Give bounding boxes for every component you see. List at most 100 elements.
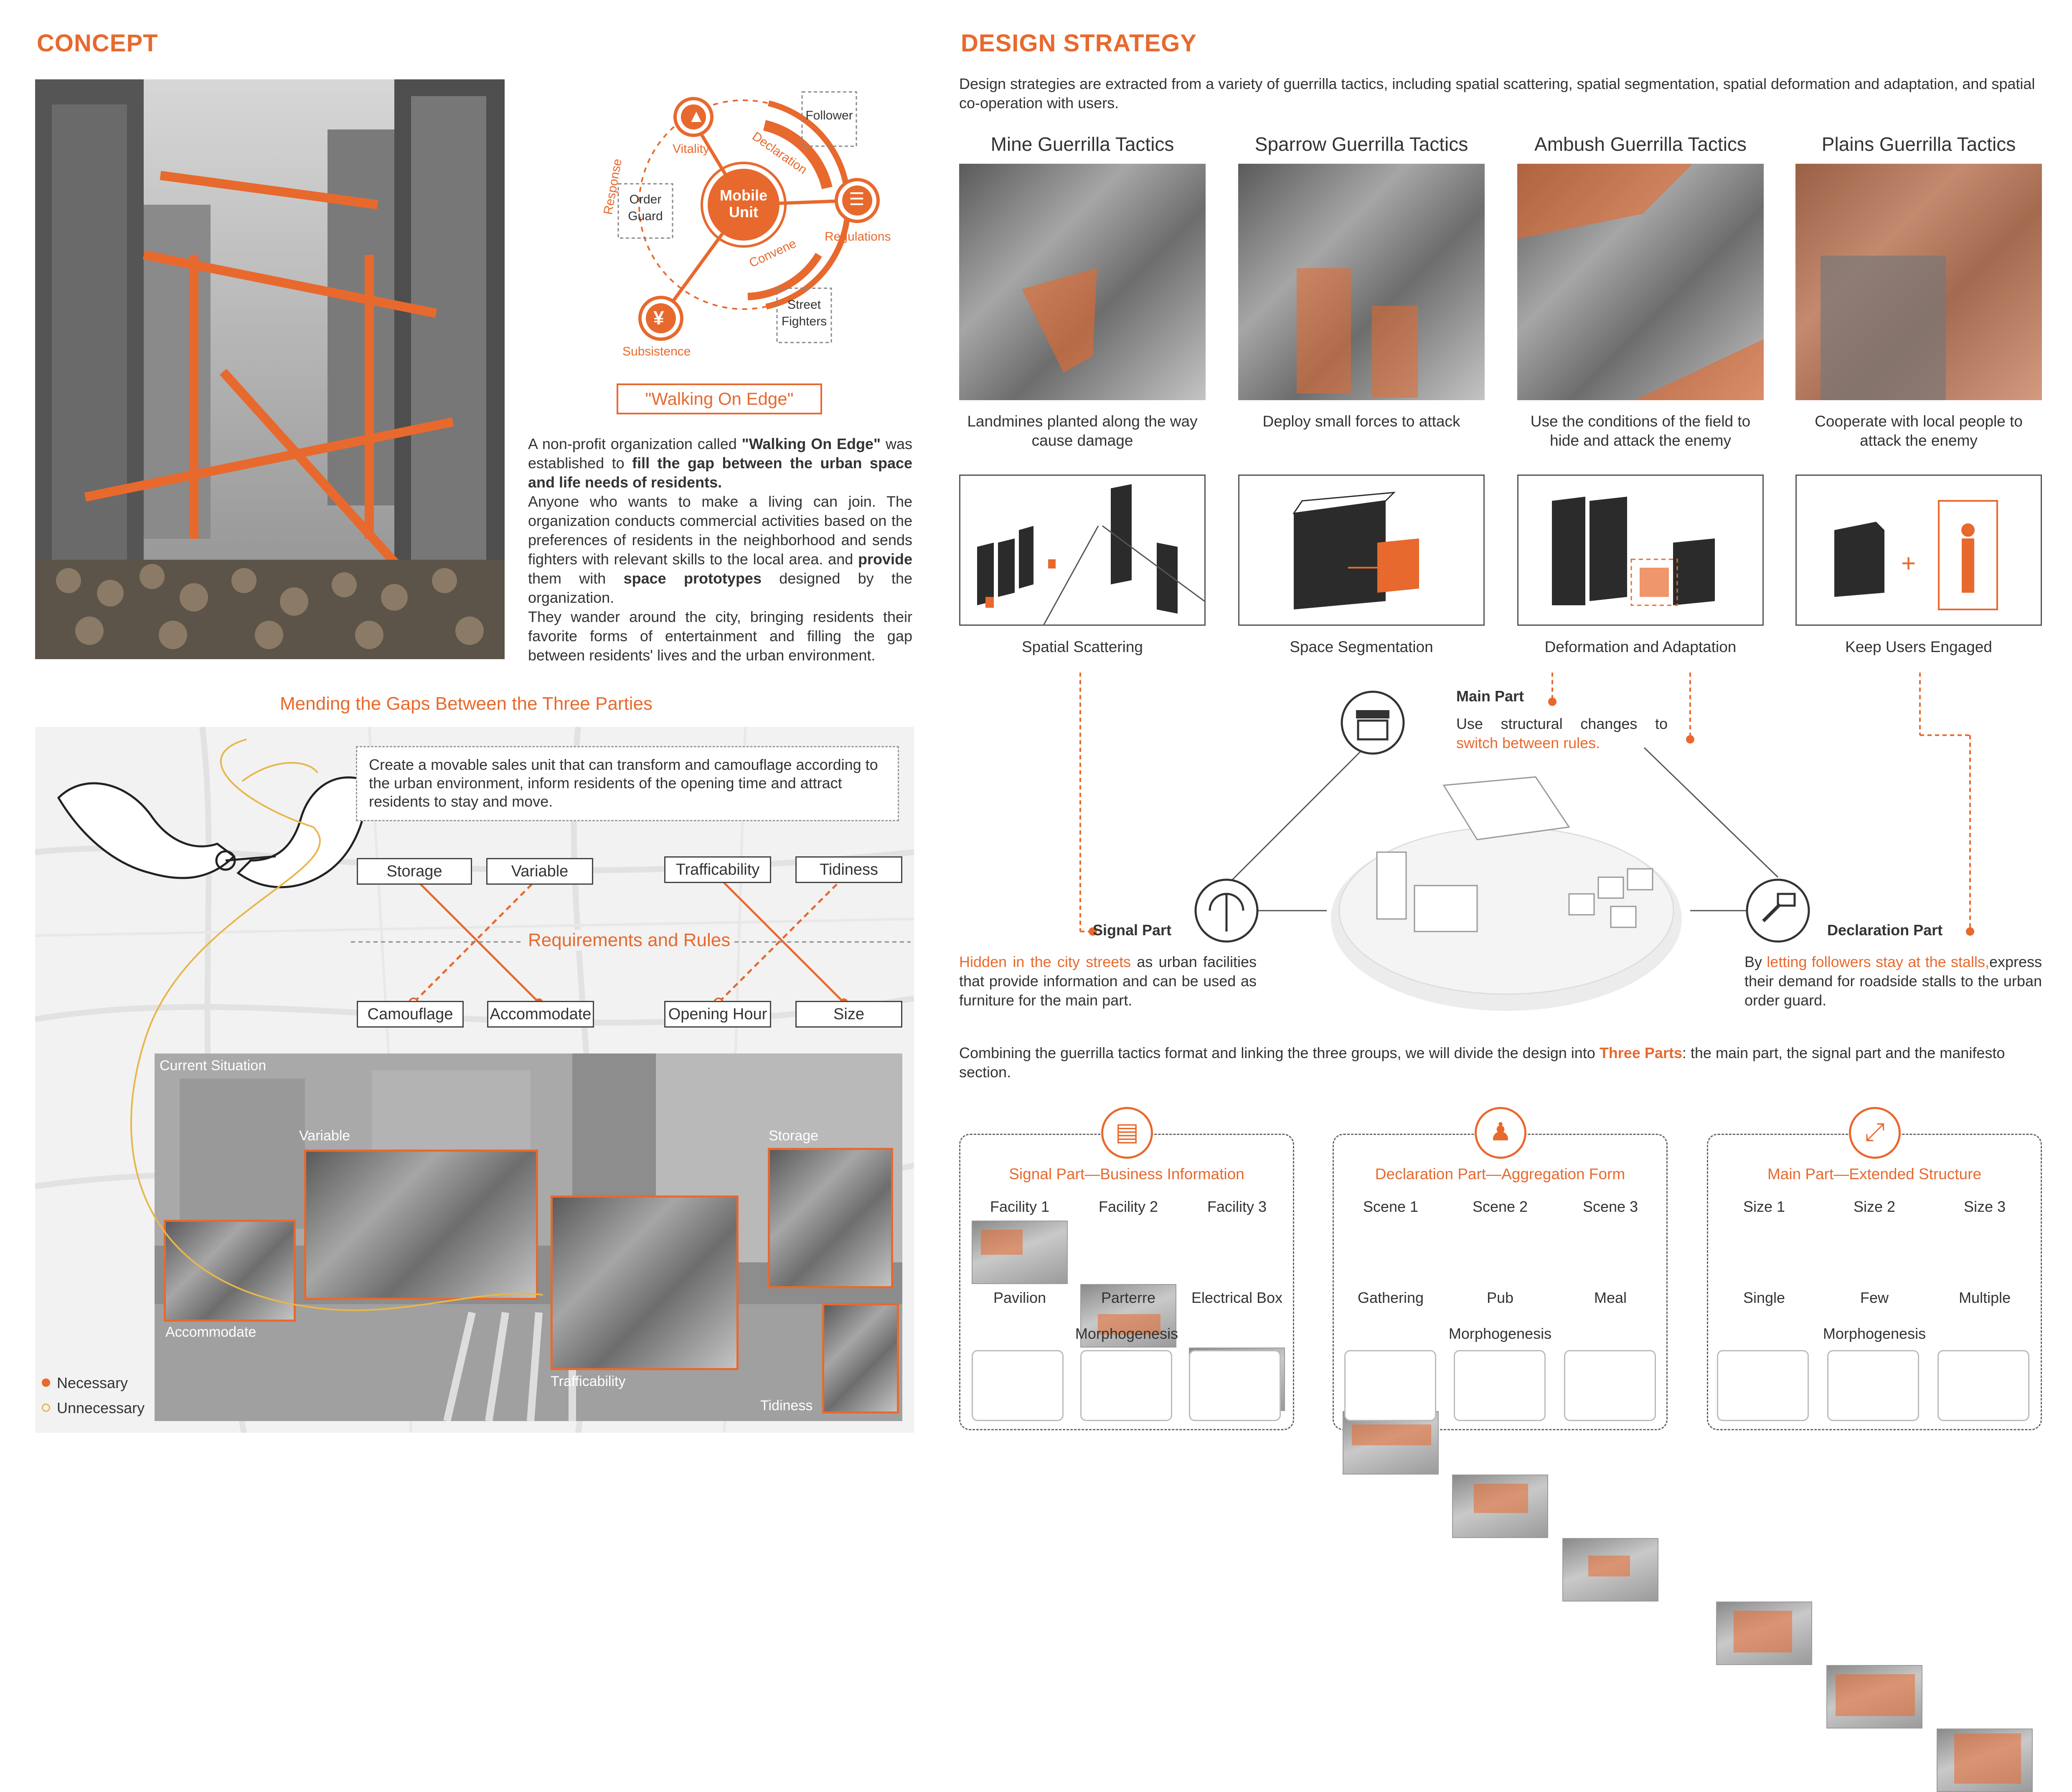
card3-morph1 — [1717, 1350, 1809, 1421]
tidiness-label: Tidiness — [760, 1398, 813, 1414]
mending-title: Mending the Gaps Between the Three Parti… — [280, 693, 653, 714]
tactic-title-sparrow: Sparrow Guerrilla Tactics — [1254, 133, 1468, 155]
tag-tidiness: Tidiness — [795, 856, 902, 883]
signal-part-text: Hidden in the city streets as urban faci… — [959, 953, 1257, 1009]
card2-morph3 — [1564, 1350, 1656, 1421]
card2-morph2 — [1454, 1350, 1546, 1421]
order-guard-label: Order Guard — [628, 193, 663, 223]
card1-col2: Facility 2 — [1098, 1198, 1158, 1215]
subsistence-label: Subsistence — [622, 345, 691, 358]
card3-thumb1 — [1716, 1602, 1812, 1665]
tactic-title-plains: Plains Guerrilla Tactics — [1821, 133, 2016, 155]
strategy-title: DESIGN STRATEGY — [961, 30, 1197, 57]
diagram-space-segmentation — [1238, 475, 1485, 626]
tactic-title-mine: Mine Guerrilla Tactics — [990, 133, 1174, 155]
card2-morphogenesis: Morphogenesis — [1448, 1325, 1552, 1342]
declaration-part-title: Declaration Part — [1827, 921, 1943, 939]
diagram-label-engaged: Keep Users Engaged — [1845, 638, 1992, 655]
card3-col2: Size 2 — [1853, 1198, 1896, 1215]
tactic-caption-mine: Landmines planted along the way cause da… — [967, 413, 1198, 449]
diagram-deformation-adaptation — [1517, 475, 1764, 626]
tactic-caption-sparrow: Deploy small forces to attack — [1262, 413, 1460, 430]
variable-inset-photo — [304, 1150, 538, 1300]
walking-on-edge-box: "Walking On Edge" — [617, 383, 822, 414]
storage-label: Storage — [769, 1128, 819, 1144]
people-icon: ♟ — [1475, 1107, 1526, 1159]
unnecessary-dot-icon — [42, 1404, 50, 1412]
legend-unnecessary: Unnecessary — [57, 1399, 145, 1416]
accommodate-inset-photo — [164, 1220, 296, 1322]
diagram-label-deformation: Deformation and Adaptation — [1544, 638, 1737, 655]
card1-title: Signal Part—Business Information — [1009, 1165, 1244, 1183]
svg-text:+: + — [1901, 549, 1916, 577]
card2-morph1 — [1344, 1350, 1436, 1421]
current-situation-label: Current Situation — [160, 1058, 267, 1074]
card1-thumb2 — [1080, 1284, 1176, 1348]
follower-label: Follower — [805, 109, 853, 122]
tag-storage: Storage — [357, 858, 472, 885]
card3-morph3 — [1937, 1350, 2029, 1421]
fire-icon: ▲ — [688, 106, 705, 126]
tactic-photo-ambush — [1517, 164, 1764, 400]
card3-col3: Size 3 — [1963, 1198, 2006, 1215]
message-icon: ▤ — [1101, 1107, 1153, 1159]
tag-variable: Variable — [486, 858, 593, 885]
necessary-dot-icon — [42, 1378, 50, 1387]
card1-morph2 — [1080, 1350, 1172, 1421]
card3-col1: Size 1 — [1743, 1198, 1785, 1215]
concept-paragraph: A non-profit organization called "Walkin… — [528, 435, 913, 664]
tactic-photo-mine — [959, 164, 1206, 400]
tag-opening-hour: Opening Hour — [664, 1001, 771, 1028]
diagram-keep-users-engaged: + — [1795, 475, 2042, 626]
connection-curve — [63, 702, 564, 1412]
card1-col3: Facility 3 — [1207, 1198, 1267, 1215]
hands-scissors-illustration — [42, 748, 376, 923]
card3-thumb2 — [1826, 1665, 1922, 1729]
card1-morph3 — [1189, 1350, 1281, 1421]
trafficability-label: Trafficability — [551, 1373, 626, 1389]
card1-morph1 — [972, 1350, 1064, 1421]
vitality-label: Vitality — [673, 142, 709, 156]
card1-col1: Facility 1 — [990, 1198, 1050, 1215]
tag-camouflage: Camouflage — [357, 1001, 464, 1028]
combining-text: Combining the guerrilla tactics format a… — [959, 1044, 2005, 1081]
card2-thumb2 — [1452, 1475, 1548, 1538]
concept-wheel-diagram: ▲ ☰ ¥ Mobile Unit Vitality Regulations S… — [568, 79, 944, 380]
storage-inset-photo — [768, 1148, 893, 1288]
card2-title: Declaration Part—Aggregation Form — [1375, 1165, 1625, 1183]
mending-description: Create a movable sales unit that can tra… — [369, 756, 878, 810]
mobile-unit-label: Mobile Unit — [720, 187, 767, 221]
tactic-caption-plains: Cooperate with local people to attack th… — [1815, 413, 2023, 449]
trafficability-inset-photo — [551, 1196, 739, 1370]
card2-thumb3 — [1562, 1538, 1658, 1602]
signal-part-title: Signal Part — [1093, 921, 1172, 939]
card2-col2: Scene 2 — [1472, 1198, 1528, 1215]
diagram-spatial-scattering — [959, 475, 1206, 626]
variable-label: Variable — [299, 1128, 350, 1144]
card1-thumb1 — [972, 1221, 1068, 1284]
tactic-photo-plains — [1795, 164, 2042, 400]
tag-trafficability: Trafficability — [664, 856, 771, 883]
sliders-icon: ☰ — [849, 189, 865, 209]
tag-accommodate: Accommodate — [487, 1001, 594, 1028]
accommodate-label: Accommodate — [165, 1324, 256, 1340]
card2-label3: Meal — [1594, 1289, 1627, 1306]
declaration-part-text: By letting followers stay at the stalls,… — [1744, 953, 2042, 1009]
three-parts-diagram — [959, 660, 2045, 1069]
card2-label1: Gathering — [1357, 1289, 1424, 1306]
card3-label1: Single — [1743, 1289, 1785, 1306]
card2-thumb1 — [1343, 1411, 1439, 1475]
street-fighters-label: Street Fighters — [781, 298, 827, 328]
diagram-label-scattering: Spatial Scattering — [1021, 638, 1143, 655]
card1-label2: Parterre — [1101, 1289, 1156, 1306]
legend-necessary: Necessary — [57, 1374, 128, 1391]
regulations-label: Regulations — [825, 230, 891, 244]
expand-icon: ⤢ — [1849, 1107, 1901, 1159]
tidiness-inset-photo — [822, 1303, 899, 1414]
tactic-title-ambush: Ambush Guerrilla Tactics — [1534, 133, 1747, 155]
card3-morph2 — [1827, 1350, 1919, 1421]
card2-label2: Pub — [1486, 1289, 1514, 1306]
requirements-title: Requirements and Rules — [524, 930, 735, 951]
card3-thumb3 — [1937, 1729, 2033, 1792]
card3-label2: Few — [1860, 1289, 1889, 1306]
